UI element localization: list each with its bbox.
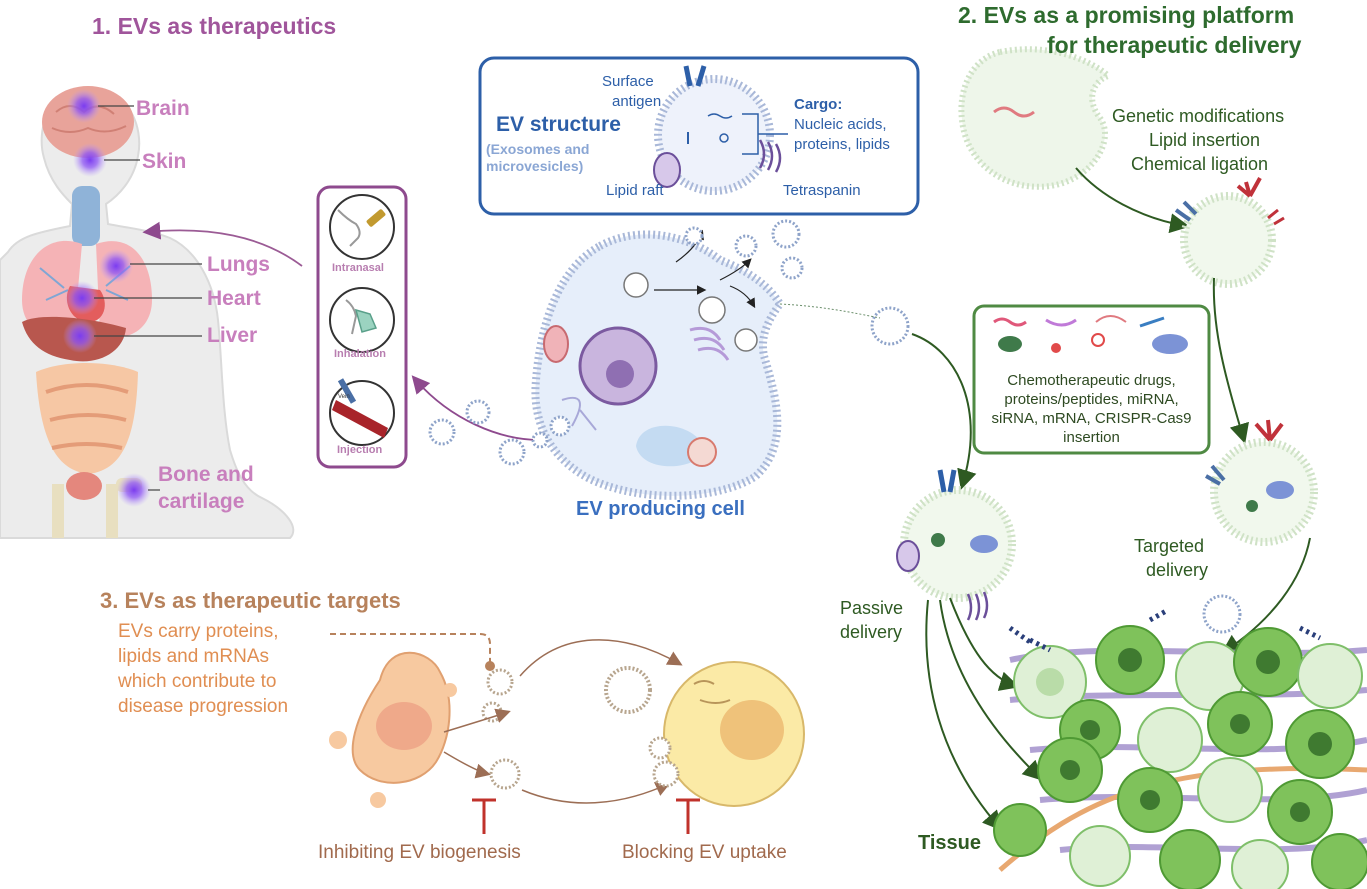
- lipid-raft-label: Lipid raft: [606, 182, 664, 199]
- cargo-line-2: proteins, lipids: [794, 136, 890, 153]
- arrow-to-routes: [411, 375, 541, 441]
- targets-desc-line-3: which contribute to: [118, 671, 277, 692]
- dashed-leader: [330, 633, 491, 662]
- surface-antigen-label-2: antigen: [612, 93, 662, 110]
- targeted-delivery-label-1: Targeted: [1134, 536, 1205, 556]
- route-intranasal-label: Intranasal: [332, 262, 384, 274]
- modified-ev: [1180, 192, 1276, 288]
- ev-structure-vesicle: [653, 65, 782, 195]
- tissue-label: Tissue: [918, 832, 981, 854]
- route-inhalation-label: Inhalation: [334, 348, 386, 360]
- section2-title-line1: 2. EVs as a promising platform: [958, 2, 1295, 28]
- organ-liver-label: Liver: [207, 324, 258, 347]
- method-genetic: Genetic modifications: [1112, 106, 1285, 126]
- inhibit-biogenesis-label: Inhibiting EV biogenesis: [318, 842, 521, 863]
- targets-desc-line-4: disease progression: [118, 696, 289, 717]
- passive-delivery-label-2: delivery: [840, 622, 903, 642]
- diseased-cell: [329, 651, 457, 808]
- method-chemical: Chemical ligation: [1131, 154, 1269, 174]
- arrow-to-modified-ev: [1075, 167, 1190, 234]
- route-icons: [329, 194, 395, 446]
- organ-heart-label: Heart: [207, 287, 261, 310]
- arrow-to-body: [142, 221, 303, 267]
- cargo-title: Cargo:: [794, 96, 843, 113]
- cargo-box-line-2: proteins/peptides, miRNA,: [1004, 391, 1179, 408]
- ev-producing-cell-label: EV producing cell: [576, 498, 745, 520]
- tetraspanin-label: Tetraspanin: [783, 182, 861, 199]
- organ-label-leaders: [94, 105, 202, 491]
- passive-delivery-label-1: Passive: [840, 598, 904, 618]
- cargo-line-1: Nucleic acids,: [794, 116, 887, 133]
- surface-antigen-label-1: Surface: [602, 73, 654, 90]
- released-vesicles: [428, 219, 910, 466]
- organ-highlight-glows: [63, 89, 151, 507]
- tissue-illustration: [993, 607, 1367, 889]
- inhibition-symbols: [472, 798, 700, 834]
- section1-title: 1. EVs as therapeutics: [92, 13, 337, 39]
- organ-bone-label-line1: Bone and: [158, 463, 254, 486]
- block-uptake-label: Blocking EV uptake: [622, 842, 787, 863]
- method-lipid: Lipid insertion: [1149, 130, 1261, 150]
- arrow-to-tissue-targeted: [1220, 537, 1311, 655]
- arrow-to-passive-ev: [911, 333, 977, 490]
- route-injection-label: Injection: [337, 444, 383, 456]
- arrow-to-loaded-ev: [1212, 277, 1249, 444]
- ev-producing-cell: [531, 230, 785, 500]
- targeted-delivery-label-2: delivery: [1146, 560, 1209, 580]
- parent-cell-faded: [958, 46, 1113, 190]
- passive-ev: [900, 486, 1016, 602]
- ev-structure-subtitle-2: microvesicles): [486, 158, 584, 174]
- vein-label: Vein: [338, 394, 350, 400]
- arrow-passive-3: [949, 597, 1020, 691]
- organ-bone-label-line2: cartilage: [158, 490, 245, 513]
- targeted-ev: [1210, 438, 1318, 546]
- organ-skin-label: Skin: [142, 150, 187, 173]
- cargo-box-line-3: siRNA, mRNA, CRISPR-Cas9: [991, 410, 1192, 427]
- arrow-passive-1: [939, 599, 1043, 781]
- ev-structure-title: EV structure: [496, 113, 621, 136]
- section3-title: 3. EVs as therapeutic targets: [100, 588, 401, 613]
- recipient-cell: [663, 661, 805, 807]
- section2-title-line2: for therapeutic delivery: [1047, 32, 1302, 58]
- organ-lungs-label: Lungs: [207, 253, 270, 276]
- ev-structure-subtitle-1: (Exosomes and: [486, 141, 590, 157]
- cargo-bracket: [742, 113, 788, 155]
- targets-desc-line-1: EVs carry proteins,: [118, 621, 279, 642]
- cargo-box-line-4: insertion: [1063, 429, 1120, 446]
- cargo-box-line-1: Chemotherapeutic drugs,: [1007, 372, 1176, 389]
- cargo-box: [972, 304, 1211, 455]
- cargo-icons: [993, 315, 1188, 354]
- arrow-passive-2: [925, 599, 1003, 832]
- targets-desc-line-2: lipids and mRNAs: [118, 646, 269, 667]
- organ-brain-label: Brain: [136, 97, 190, 120]
